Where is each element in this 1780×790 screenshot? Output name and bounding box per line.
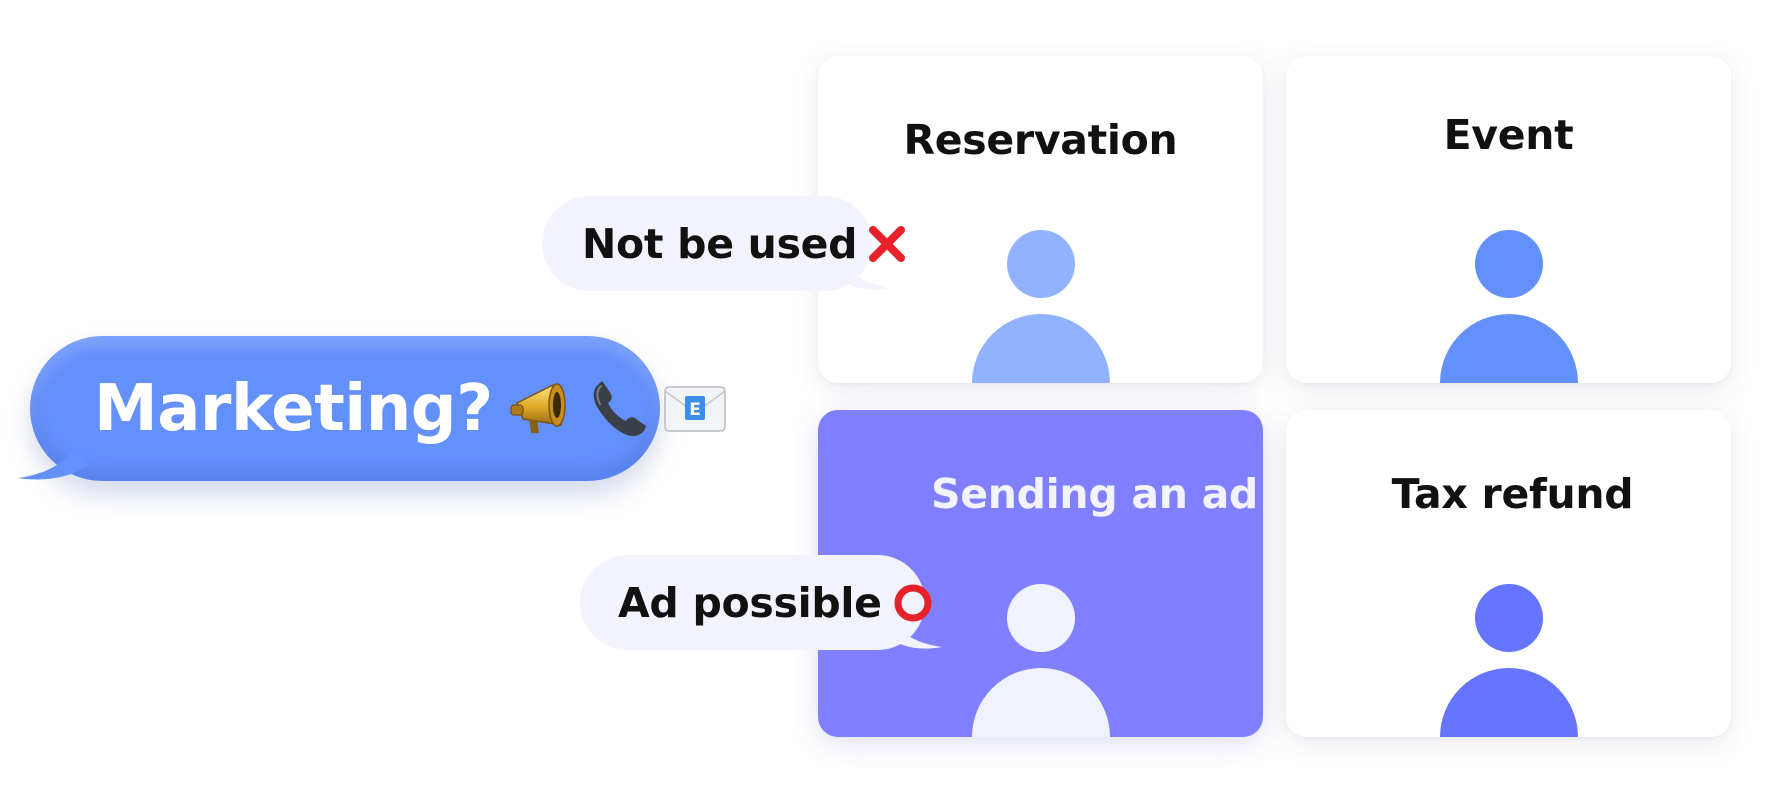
cross-mark-icon bbox=[867, 224, 907, 264]
marketing-icons: E bbox=[509, 378, 727, 440]
email-icon: E bbox=[663, 385, 726, 432]
person-icon bbox=[1440, 584, 1578, 737]
card-event[interactable]: Event bbox=[1286, 56, 1731, 383]
circle-mark-icon bbox=[892, 582, 934, 624]
svg-text:E: E bbox=[689, 400, 701, 420]
card-reservation[interactable]: Reservation bbox=[818, 56, 1263, 383]
person-icon bbox=[972, 584, 1110, 737]
bubble-tail bbox=[18, 444, 88, 480]
not-used-bubble: Not be used bbox=[542, 196, 906, 291]
megaphone-icon bbox=[510, 382, 566, 433]
card-title: Sending an ad bbox=[931, 470, 1258, 518]
marketing-bubble: Marketing? E bbox=[18, 336, 726, 481]
bubble-tail bbox=[842, 258, 892, 290]
ad-possible-bubble: Ad possible bbox=[580, 555, 942, 650]
card-tax-refund[interactable]: Tax refund bbox=[1286, 410, 1731, 737]
marketing-text: Marketing? bbox=[94, 371, 493, 446]
card-title: Reservation bbox=[903, 116, 1178, 164]
bubble-tail bbox=[892, 617, 942, 649]
ad-possible-text: Ad possible bbox=[618, 578, 882, 627]
card-title: Event bbox=[1443, 111, 1574, 159]
card-title: Tax refund bbox=[1391, 470, 1634, 518]
person-icon bbox=[972, 230, 1110, 383]
telephone-icon bbox=[593, 381, 646, 436]
not-used-text: Not be used bbox=[582, 219, 858, 268]
person-icon bbox=[1440, 230, 1578, 383]
